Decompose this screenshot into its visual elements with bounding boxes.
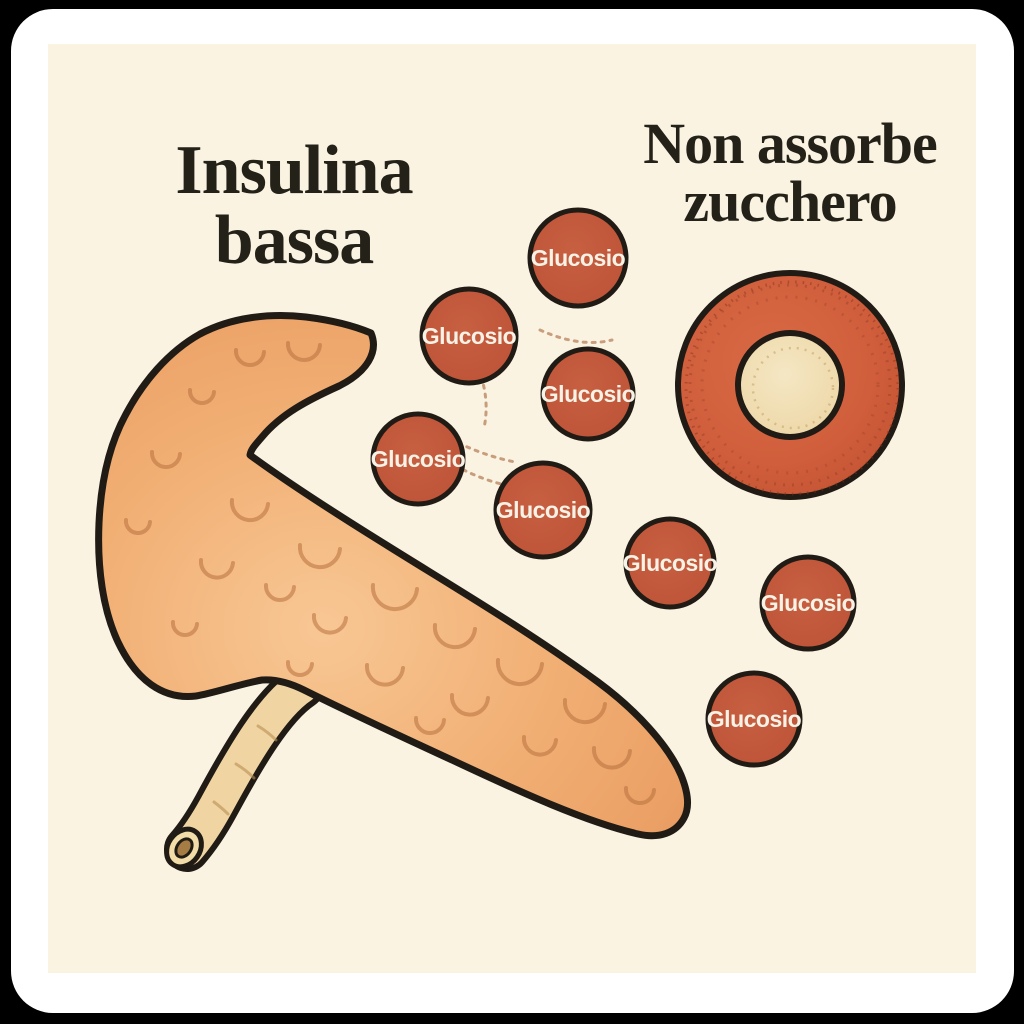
title-non-assorbe-line1: Non assorbe [643,111,937,176]
glucose-label: Glucosio [371,446,466,472]
glucose-circle [493,460,593,560]
title-insulina-line1: Insulina [175,132,412,209]
glucose-molecule: Glucosio [759,554,857,652]
title-left: Insulina bassa [175,132,413,279]
glucose-label: Glucosio [541,381,636,407]
glucose-molecule: Glucosio [493,460,593,560]
glucose-circle [759,554,857,652]
glucose-label: Glucosio [422,323,517,349]
glucose-molecule: Glucosio [540,346,636,442]
glucose-circle [527,207,629,309]
pancreas-body [95,312,692,840]
title-non-assorbe-line2: zucchero [683,169,896,234]
glucose-label: Glucosio [707,706,802,732]
glucose-label: Glucosio [496,497,591,523]
duct-opening [164,826,204,870]
cell-stipple-ring [688,283,892,487]
nucleus-stipple-ring [751,346,835,430]
pancreas-illustration [95,312,692,872]
glucose-circle [705,670,803,768]
title-right: Non assorbe zucchero [643,111,938,234]
glucose-circle [623,516,717,610]
glucose-label: Glucosio [623,550,718,576]
title-insulina-line2: bassa [215,202,373,279]
cell-stipple-ring [700,295,880,475]
glucose-label: Glucosio [761,590,856,616]
pancreas-texture [123,341,656,806]
glucose-circle [370,411,466,507]
cell-illustration [675,270,905,500]
pancreatic-duct [164,663,325,872]
cell-stipple-ring [684,280,900,496]
glucose-circle [540,346,636,442]
glucose-molecule: Glucosio [527,207,629,309]
cell-nucleus [735,330,845,440]
glucose-molecule: Glucosio [370,411,466,507]
glucose-molecules: Glucosio Glucosio Glucosio Glucosio Gluc… [370,207,857,768]
glucose-molecule: Glucosio [623,516,718,610]
glucose-circle [419,286,519,386]
glucose-molecule: Glucosio [419,286,519,386]
glucose-molecule: Glucosio [705,670,803,768]
glucose-label: Glucosio [531,245,626,271]
